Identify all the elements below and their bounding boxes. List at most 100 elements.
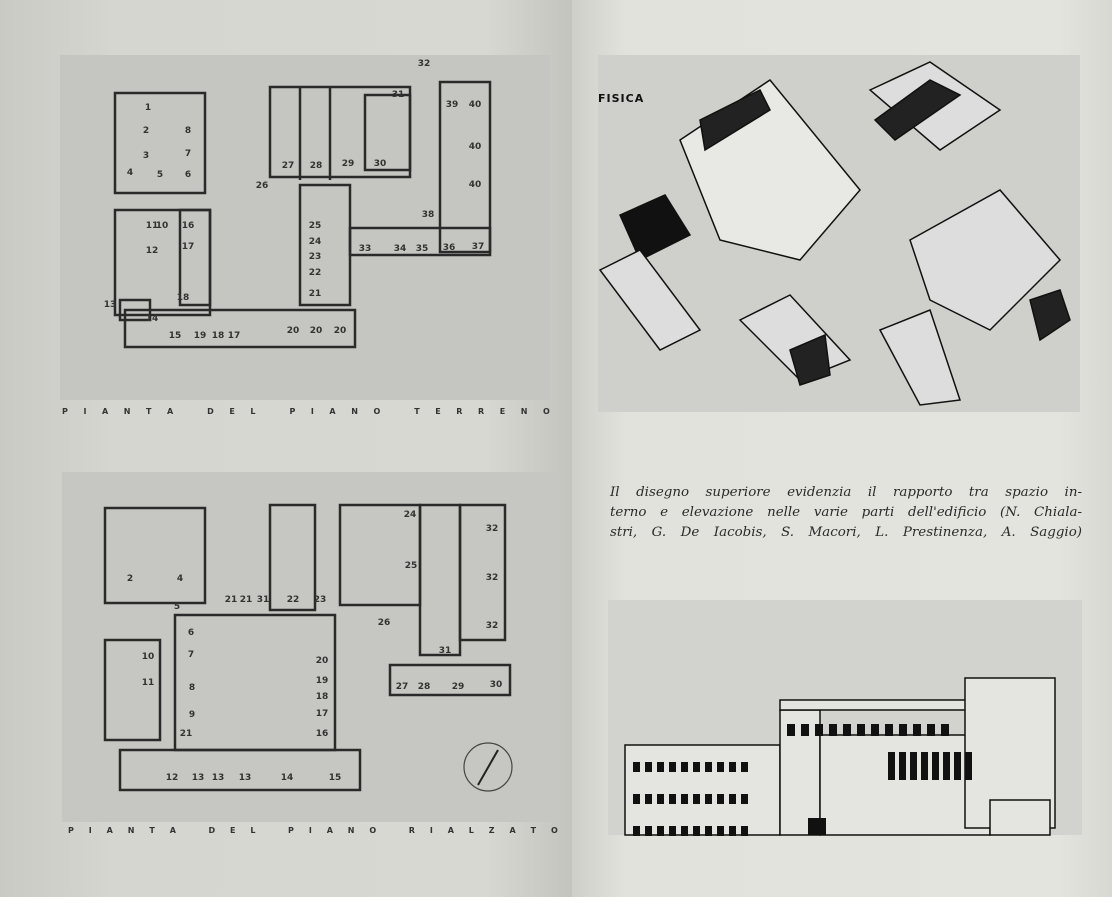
window	[899, 724, 907, 736]
room-number: 40	[469, 100, 482, 110]
caption-letter: A	[447, 826, 454, 835]
wall	[103, 506, 207, 605]
room-number: 40	[469, 142, 482, 152]
room-number: 13	[239, 773, 252, 783]
room-number: 32	[418, 59, 431, 69]
building-volume	[909, 189, 1062, 331]
window	[843, 724, 851, 736]
wall	[388, 663, 512, 697]
caption-letter: D	[207, 407, 214, 416]
caption-letter: L	[250, 826, 256, 835]
caption-letter: A	[167, 407, 174, 416]
room-number: 12	[146, 246, 159, 256]
caption-letter	[271, 407, 274, 416]
wall	[103, 638, 162, 742]
caption-letter	[396, 407, 399, 416]
room-number: 18	[212, 331, 225, 341]
room-number: 2	[143, 126, 149, 136]
facade-block	[624, 744, 781, 836]
window	[633, 762, 640, 772]
window	[669, 794, 676, 804]
north-arrow	[463, 742, 513, 792]
window	[885, 724, 893, 736]
room-number: 37	[472, 242, 485, 252]
room-number: 34	[394, 244, 407, 254]
caption-letter: T	[530, 826, 537, 835]
room-number: 4	[127, 168, 133, 178]
wall	[438, 80, 492, 254]
caption-letter	[189, 407, 192, 416]
caption-letter: A	[326, 826, 333, 835]
window	[717, 794, 724, 804]
room-number: 11	[142, 678, 155, 688]
window	[910, 752, 917, 780]
window	[681, 826, 688, 836]
window	[965, 752, 972, 780]
caption-letter: E	[229, 407, 235, 416]
axonometric-label: FISICA	[598, 92, 645, 105]
plan-bottom-walls	[103, 503, 512, 792]
window	[943, 752, 950, 780]
wall	[268, 503, 317, 612]
room-number: 32	[486, 524, 499, 534]
room-number: 32	[486, 621, 499, 631]
caption-letter: E	[499, 407, 506, 416]
room-number: 18	[177, 293, 190, 303]
room-number: 13	[212, 773, 225, 783]
room-number: 31	[392, 90, 405, 100]
wall	[178, 208, 212, 307]
building-volume	[873, 79, 962, 141]
caption-letter: O	[543, 407, 550, 416]
window	[921, 752, 928, 780]
window	[729, 762, 736, 772]
window	[717, 826, 724, 836]
window	[741, 826, 748, 836]
room-number: 21	[180, 729, 193, 739]
window	[857, 724, 865, 736]
caption-letter: L	[468, 826, 474, 835]
plan-top-walls	[113, 80, 492, 349]
wall	[418, 503, 462, 657]
room-number: 28	[310, 161, 323, 171]
window	[787, 724, 795, 736]
room-number: 16	[316, 729, 329, 739]
caption-letter: R	[456, 407, 463, 416]
room-number: 22	[287, 595, 300, 605]
building-volume	[878, 309, 962, 406]
room-number: 33	[359, 244, 372, 254]
window	[741, 762, 748, 772]
room-number: 7	[188, 650, 194, 660]
wall	[363, 93, 412, 172]
caption-letter: R	[477, 407, 485, 416]
room-number: 35	[416, 244, 429, 254]
caption-letter: P	[289, 407, 296, 416]
room-number: 39	[446, 100, 459, 110]
caption-letter: N	[123, 407, 131, 416]
window	[871, 724, 879, 736]
room-number: 21	[240, 595, 253, 605]
window	[669, 826, 676, 836]
window	[645, 826, 652, 836]
room-number: 20	[287, 326, 300, 336]
window	[729, 826, 736, 836]
room-number: 4	[177, 574, 183, 584]
caption-letter: O	[369, 826, 377, 835]
caption-letter: O	[550, 826, 558, 835]
window	[801, 724, 809, 736]
room-number: 1	[145, 103, 151, 113]
room-number: 30	[490, 680, 503, 690]
wall	[118, 298, 152, 322]
caption-letter: A	[509, 826, 516, 835]
room-number: 17	[316, 709, 329, 719]
window	[669, 762, 676, 772]
caption-letter: P	[288, 826, 294, 835]
window	[681, 762, 688, 772]
room-number: 27	[282, 161, 295, 171]
room-number: 9	[189, 710, 195, 720]
building-volume	[1029, 289, 1071, 342]
caption-letter: P	[68, 826, 74, 835]
window	[645, 762, 652, 772]
